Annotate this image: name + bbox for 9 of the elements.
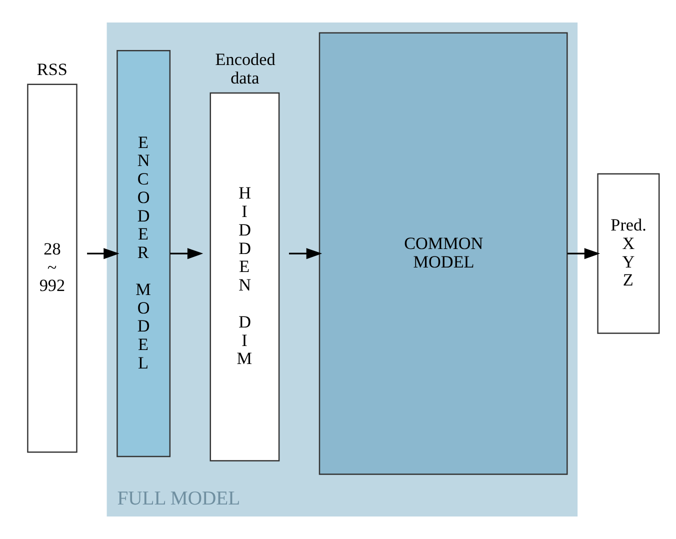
arrow	[86, 248, 119, 260]
node-label: RSS	[36, 60, 67, 79]
arrow	[288, 248, 322, 260]
node-box: COMMON MODEL	[318, 32, 568, 475]
node-label: Encoded data	[214, 50, 275, 88]
node-box: ENCODER MODEL	[116, 50, 170, 458]
node-box: Pred. X Y Z	[596, 173, 660, 334]
arrow	[170, 248, 203, 260]
arrow	[566, 248, 600, 260]
